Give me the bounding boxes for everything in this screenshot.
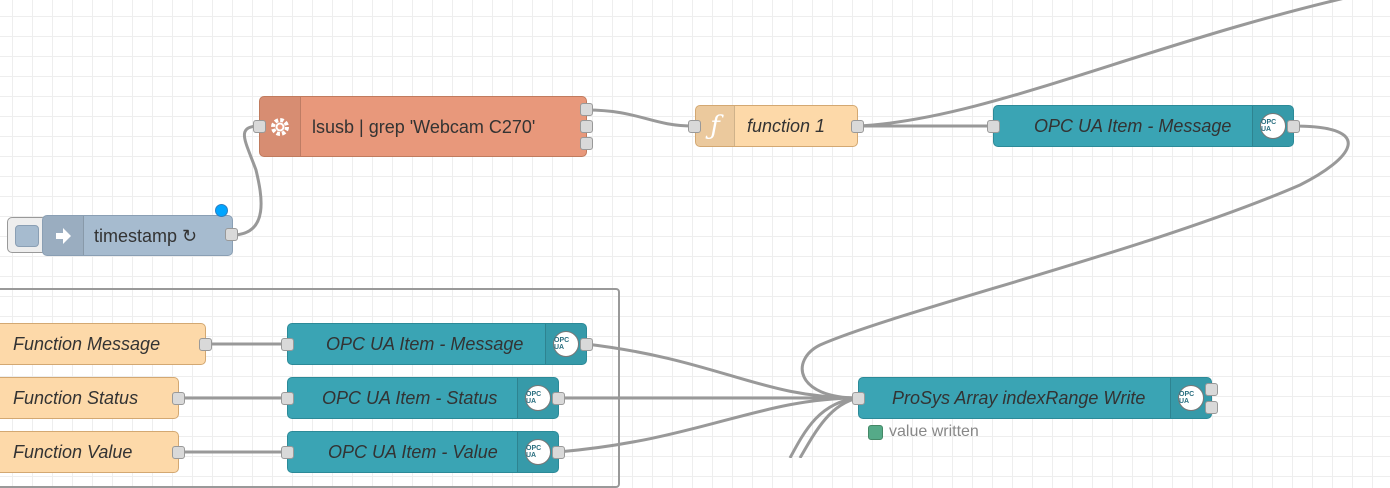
opcua-logo-icon: OPC UA [545,324,586,364]
opc-top-input-port[interactable] [987,120,1000,133]
opcua-item-message-label: OPC UA Item - Message [326,334,524,354]
opc-top-output-port[interactable] [1287,120,1300,133]
exec-output-port-3[interactable] [580,137,593,150]
opcua-logo-text: OPC UA [525,439,551,465]
function-node-status[interactable]: Function Status [0,377,179,419]
gear-icon [260,97,301,156]
opcua-item-top-label: OPC UA Item - Message [1034,116,1232,136]
inject-output-port[interactable] [225,228,238,241]
function-status-label: Function Status [13,388,139,408]
wire-opcmsg-to-prosys [585,342,859,400]
wire-function-to-offscreen [856,0,1344,128]
wire-prosys-offscreen-2 [798,396,859,458]
opcua-logo-text: OPC UA [1178,385,1204,411]
exec-output-port-2[interactable] [580,120,593,133]
function1-input-port[interactable] [688,120,701,133]
status-text: value written [889,423,979,440]
function1-output-port[interactable] [851,120,864,133]
function-node-label: function 1 [747,116,826,136]
function-message-label: Function Message [13,334,161,354]
function-node-message[interactable]: Function Message [0,323,206,365]
inject-node-label: timestamp ↻ [94,226,198,246]
inject-button-face [15,225,39,247]
opcua-item-value-label: OPC UA Item - Value [328,442,498,462]
opcua-item-node-value[interactable]: OPC UA Item - Value OPC UA [287,431,559,473]
fn-status-output-port[interactable] [172,392,185,405]
wire-opc-top-to-prosys [800,124,1350,400]
opcua-logo-icon: OPC UA [1170,378,1211,418]
wire-exec-to-function [585,108,695,128]
opcua-logo-text: OPC UA [553,331,579,357]
fn-message-output-port[interactable] [199,338,212,351]
opc-status-output-port[interactable] [552,392,565,405]
opc-value-output-port[interactable] [552,446,565,459]
prosys-output-port-2[interactable] [1205,401,1218,414]
opcua-logo-text: OPC UA [525,385,551,411]
prosys-node-label: ProSys Array indexRange Write [892,388,1146,408]
opc-status-input-port[interactable] [281,392,294,405]
arrow-in-icon [43,216,84,255]
opcua-item-node-top[interactable]: OPC UA Item - Message OPC UA [993,105,1294,147]
opcua-logo-text: OPC UA [1260,113,1286,139]
wire-inject-to-exec [231,124,263,237]
exec-node-lsusb[interactable]: lsusb | grep 'Webcam C270' [259,96,587,157]
prosys-input-port[interactable] [852,392,865,405]
opcua-item-status-label: OPC UA Item - Status [322,388,498,408]
wire-prosys-offscreen-1 [788,396,859,458]
opcua-item-node-status[interactable]: OPC UA Item - Status OPC UA [287,377,559,419]
exec-input-port[interactable] [253,120,266,133]
exec-output-port-1[interactable] [580,103,593,116]
prosys-output-port-1[interactable] [1205,383,1218,396]
exec-node-label: lsusb | grep 'Webcam C270' [312,117,536,137]
opcua-item-node-message[interactable]: OPC UA Item - Message OPC UA [287,323,587,365]
flow-wires [178,0,1350,458]
opcua-logo-icon: OPC UA [517,378,558,418]
inject-trigger-button[interactable] [7,217,47,253]
function-value-label: Function Value [13,442,133,462]
prosys-array-write-node[interactable]: ProSys Array indexRange Write OPC UA [858,377,1212,419]
status-dot-icon [868,424,883,440]
opc-message-output-port[interactable] [580,338,593,351]
fn-value-output-port[interactable] [172,446,185,459]
opcua-logo-icon: OPC UA [1252,106,1293,146]
node-status: value written [868,423,979,441]
inject-node-timestamp[interactable]: timestamp ↻ [42,215,233,256]
function-icon: ƒ [696,106,735,146]
function-node-function-1[interactable]: ƒ function 1 [695,105,858,147]
wire-opcvalue-to-prosys [557,396,859,454]
opc-value-input-port[interactable] [281,446,294,459]
node-changed-indicator [215,204,228,217]
function-node-value[interactable]: Function Value [0,431,179,473]
opc-message-input-port[interactable] [281,338,294,351]
